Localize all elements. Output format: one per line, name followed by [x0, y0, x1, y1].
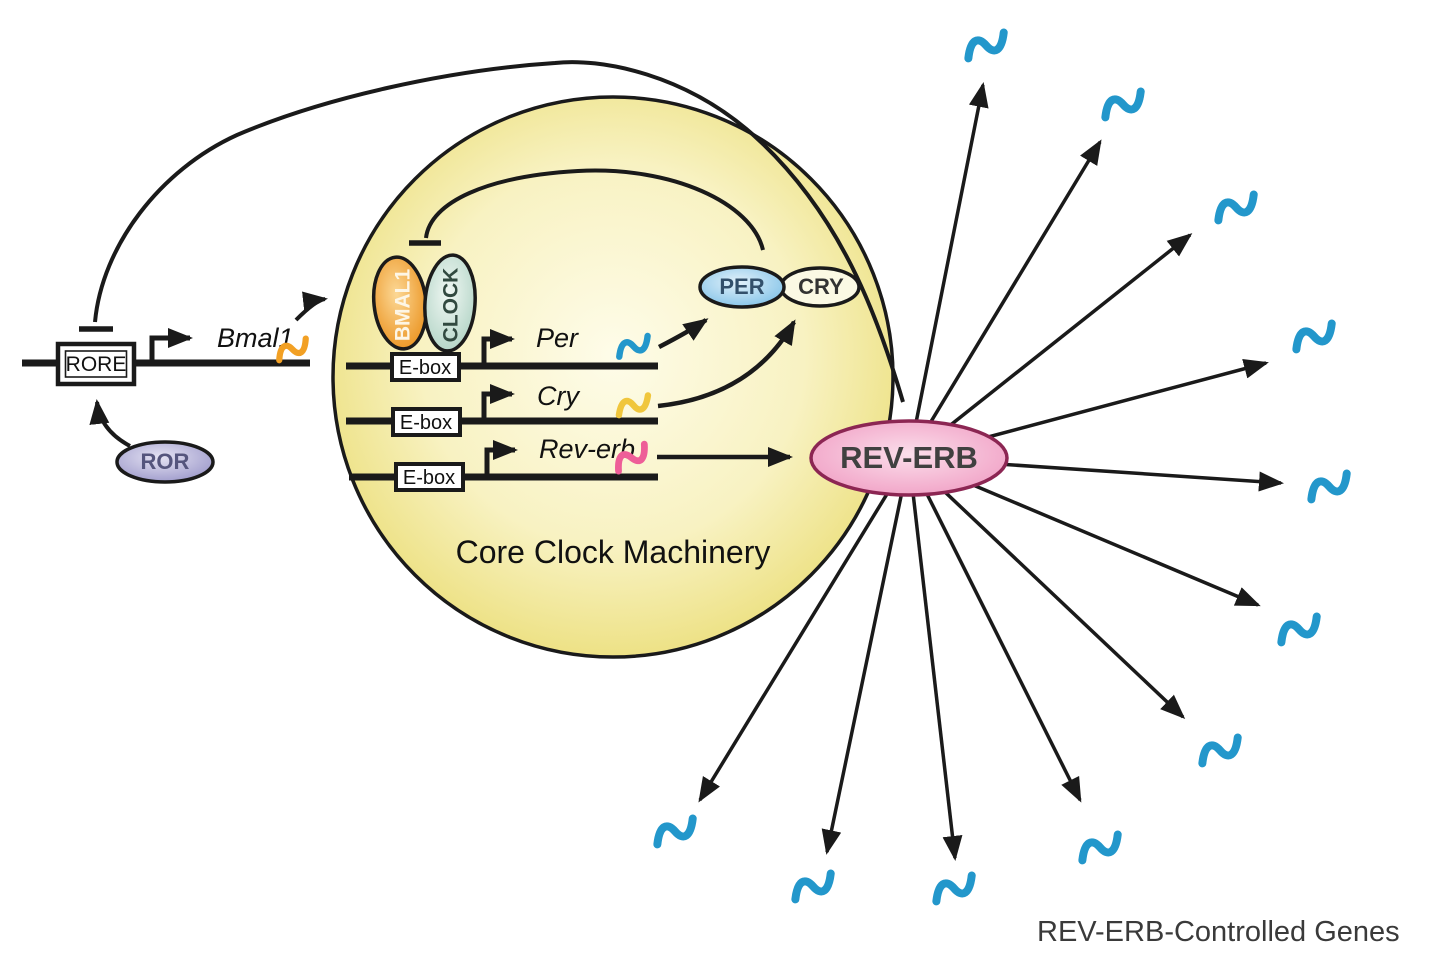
cry-promoter-arrow [481, 384, 515, 419]
target-mrna-squiggle-icon-9 [933, 875, 976, 901]
reverb-inhibits-bmal1-curve [93, 60, 905, 403]
ebox-2 [391, 407, 462, 437]
cry-gene-label: Cry [537, 381, 580, 411]
per-promoter-arrow [481, 329, 515, 364]
rore-label: RORE [66, 353, 127, 376]
target-arrow-7 [907, 456, 1186, 720]
target-mrna-squiggle-icon-2 [1102, 91, 1145, 117]
clock-protein-ellipse [423, 253, 477, 353]
ebox-2-label: E-box [400, 412, 452, 434]
per-translation-arrow [657, 318, 709, 349]
percry-inhibits-bmalclock-curve [424, 168, 765, 251]
bmal1-promoter-arrow [149, 328, 193, 363]
per-protein-ellipse [698, 265, 786, 309]
clock-protein-label: CLOCK [440, 268, 463, 343]
ror-label: ROR [141, 449, 190, 474]
target-mrna-squiggle-icon-4 [1293, 323, 1336, 349]
bmal1-translation-arrow [294, 291, 328, 322]
core-clock-label: Core Clock Machinery [456, 534, 771, 570]
target-arrow-3 [907, 233, 1193, 460]
per-gene-label: Per [536, 323, 579, 353]
ror-activates-rore-arrow [89, 399, 131, 448]
target-mrna-squiggle-icon-7 [1199, 737, 1242, 763]
target-arrow-1 [907, 82, 989, 459]
ebox-1 [390, 352, 461, 382]
caption: REV-ERB-Controlled Genes [1037, 916, 1400, 948]
target-mrna-squiggle-icon-10 [792, 873, 835, 899]
cry-protein-label: CRY [798, 274, 844, 299]
rore-box-inner-border [64, 350, 128, 378]
target-mrna-squiggle-icon-5 [1308, 473, 1351, 499]
target-arrow-10 [821, 457, 911, 855]
rev-erb-label: REV-ERB [840, 440, 978, 475]
target-arrow-2 [907, 139, 1102, 459]
ebox-3 [394, 462, 465, 492]
target-mrna-squiggle-icon-11 [654, 818, 697, 844]
core-clock-circle [331, 95, 895, 659]
target-mrna-squiggle-icon-8 [1079, 834, 1122, 860]
target-mrna-squiggle-icon-6 [1278, 616, 1321, 642]
target-arrow-8 [907, 457, 1082, 803]
ror-ellipse [115, 440, 215, 484]
bmal1-protein-label: BMAL1 [392, 269, 415, 342]
per-protein-label: PER [719, 274, 764, 299]
target-mrna-squiggle-icon-1 [965, 32, 1008, 58]
ebox-3-label: E-box [403, 467, 455, 489]
ebox-1-label: E-box [399, 357, 451, 379]
rev-erb-ellipse [809, 419, 1009, 497]
reverb-promoter-arrow [484, 440, 518, 475]
target-arrow-9 [907, 457, 963, 861]
cry-translation-arrow [657, 319, 796, 409]
target-mrna-squiggle-icon-3 [1215, 194, 1258, 220]
target-arrow-11 [698, 457, 911, 803]
